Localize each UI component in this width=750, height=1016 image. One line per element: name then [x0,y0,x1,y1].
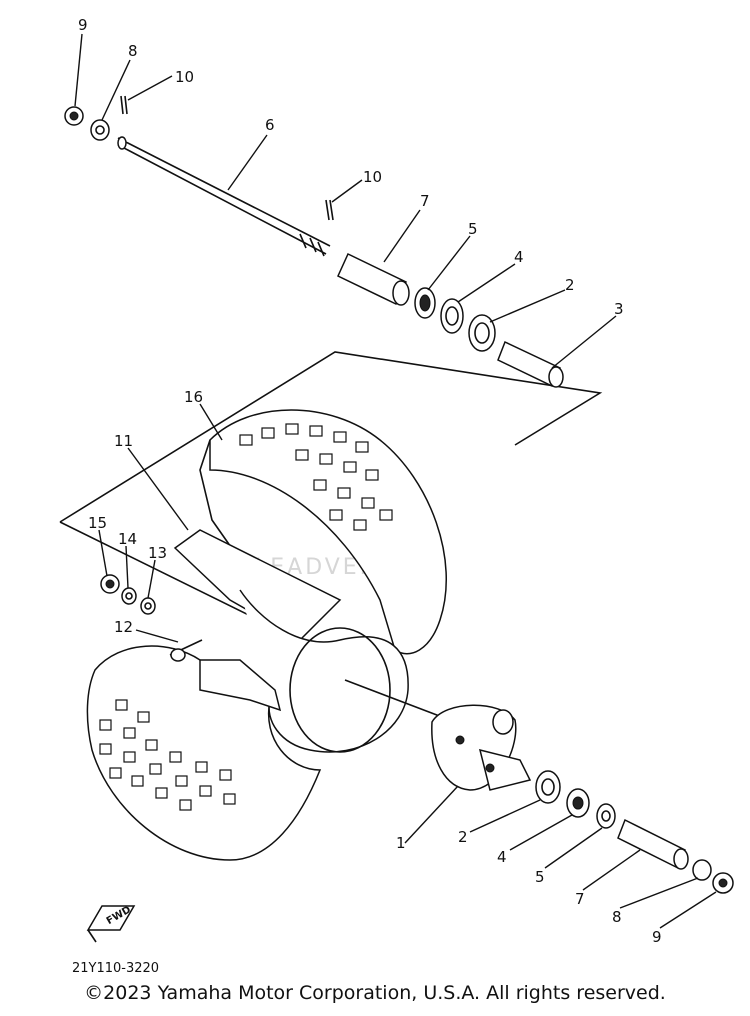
nut-9-top [64,106,84,126]
callout-14: 14 [118,530,137,548]
callout-11: 11 [114,432,133,450]
tire-16 [199,409,447,655]
callout-6: 6 [265,116,275,134]
copyright-notice: ©2023 Yamaha Motor Corporation, U.S.A. A… [84,982,666,1004]
callout-7-top: 7 [420,192,430,210]
cotter-pin-10-mid [325,199,334,221]
callout-5-bottom: 5 [535,868,545,886]
callout-8-bottom: 8 [612,908,622,926]
washer-8-bottom [692,859,712,881]
callout-1: 1 [396,834,406,852]
rim-half-outer-11 [173,529,409,753]
washer-8-top [90,119,110,141]
callout-2-bottom: 2 [458,828,468,846]
oil-seal-5-bottom [596,803,616,829]
callout-labels: 9 8 10 6 10 7 5 4 2 3 16 11 15 14 13 12 … [78,16,662,946]
leader-lines [74,33,717,929]
spacer-3 [497,340,564,388]
bolt-12 [169,639,203,662]
callout-9-bottom: 9 [652,928,662,946]
diagram-part-code: 21Y110-3220 [72,961,159,976]
bearing-4-bottom [566,788,590,818]
collar-7-top [337,252,410,306]
callout-5-top: 5 [468,220,478,238]
bearing-4-top [440,298,464,334]
callout-7-bottom: 7 [575,890,585,908]
callout-10-mid: 10 [363,168,382,186]
cotter-pin-10-top [120,95,128,115]
callout-9-top: 9 [78,16,88,34]
oil-seal-5-top [414,287,436,319]
washer-14 [121,587,137,605]
washer-13 [140,597,156,615]
callout-3: 3 [614,300,624,318]
hub-1 [344,679,532,791]
assembly-bracket [59,351,603,629]
callout-13: 13 [148,544,167,562]
callout-12: 12 [114,618,133,636]
callout-2-top: 2 [565,276,575,294]
callout-15: 15 [88,514,107,532]
bearing-2-top [468,314,496,352]
nut-15 [100,574,120,594]
callout-4-bottom: 4 [497,848,507,866]
callout-4-top: 4 [514,248,524,266]
callout-8-top: 8 [128,42,138,60]
callout-16: 16 [184,388,203,406]
rear-axle-6 [117,136,331,257]
callout-10-top: 10 [175,68,194,86]
fwd-arrow-icon: FWD [86,904,136,943]
bearing-2-bottom [535,770,561,804]
tire-lower-half [86,645,322,861]
nut-9-bottom [712,872,734,894]
collar-7-bottom [617,818,689,870]
